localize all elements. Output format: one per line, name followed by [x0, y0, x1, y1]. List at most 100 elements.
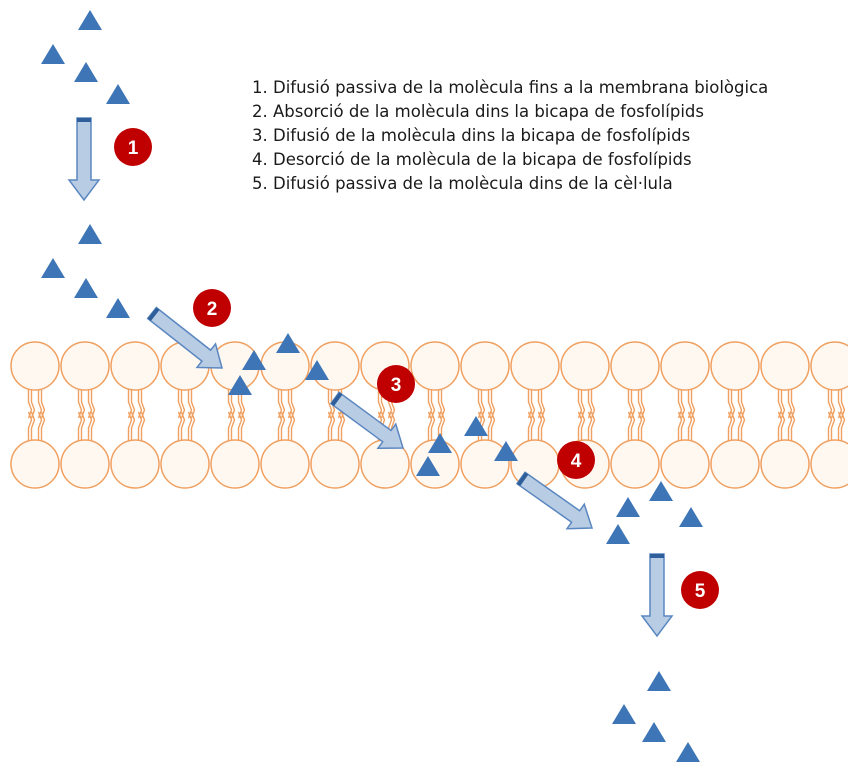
legend-item-5: 5. Difusió passiva de la molècula dins d… [252, 174, 673, 193]
lipid-head-bottom [210, 439, 260, 489]
molecule-triangle [106, 84, 130, 104]
lipid-head-bottom [60, 439, 110, 489]
lipid-head-bottom [710, 439, 760, 489]
lipid-tails [827, 388, 846, 442]
phospholipid [760, 341, 810, 489]
lipid-head-bottom [10, 439, 60, 489]
phospholipid [110, 341, 160, 489]
phospholipid-bilayer [10, 341, 848, 489]
step-badge-1: 1 [114, 128, 152, 166]
molecule-triangle [74, 62, 98, 82]
molecule-triangle [606, 524, 630, 544]
molecule-triangle [642, 722, 666, 742]
lipid-head-bottom [660, 439, 710, 489]
lipid-tails [777, 388, 796, 442]
step-number: 4 [571, 451, 582, 472]
lipid-tails [27, 388, 46, 442]
phospholipid [660, 341, 710, 489]
molecule-triangle [106, 298, 130, 318]
lipid-head-top [110, 341, 160, 391]
lipid-tails [127, 388, 146, 442]
lipid-head-bottom [160, 439, 210, 489]
molecule-triangle [679, 507, 703, 527]
arrow-step-2 [146, 306, 223, 369]
lipid-head-top [760, 341, 810, 391]
arrow-step-1 [67, 117, 101, 202]
arrow-step-4 [515, 471, 594, 530]
molecule-triangle [41, 44, 65, 64]
phospholipid [460, 341, 510, 489]
legend-item-1: 1. Difusió passiva de la molècula fins a… [252, 78, 769, 97]
molecule-triangle [305, 360, 329, 380]
process-arrows [67, 117, 674, 638]
phospholipid [710, 341, 760, 489]
molecule-triangle [78, 10, 102, 30]
molecule-triangle [616, 497, 640, 517]
lipid-head-top [410, 341, 460, 391]
phospholipid [510, 341, 560, 489]
step-badge-3: 3 [377, 365, 415, 403]
lipid-tails [527, 388, 546, 442]
molecule-triangle [464, 416, 488, 436]
legend-item-4: 4. Desorció de la molècula de la bicapa … [252, 150, 692, 169]
molecule-triangle [428, 433, 452, 453]
legend: 1. Difusió passiva de la molècula fins a… [252, 76, 768, 196]
lipid-head-top [810, 341, 848, 391]
lipid-tails [677, 388, 696, 442]
molecule-triangle [276, 333, 300, 353]
molecule-triangle [41, 258, 65, 278]
step-number: 5 [695, 581, 706, 602]
lipid-tails [727, 388, 746, 442]
legend-item-2: 2. Absorció de la molècula dins la bicap… [252, 102, 704, 121]
step-number: 1 [128, 138, 139, 159]
phospholipid [10, 341, 60, 489]
lipid-head-bottom [810, 439, 848, 489]
lipid-head-top [460, 341, 510, 391]
lipid-head-top [560, 341, 610, 391]
step-badge-2: 2 [193, 289, 231, 327]
lipid-head-top [710, 341, 760, 391]
step-badge-4: 4 [557, 441, 595, 479]
molecule-triangle [647, 671, 671, 691]
badge-circle [377, 365, 415, 403]
lipid-tails [77, 388, 96, 442]
lipid-tails [627, 388, 646, 442]
molecule-triangle [74, 278, 98, 298]
lipid-head-bottom [460, 439, 510, 489]
phospholipid [610, 341, 660, 489]
molecule-triangle [228, 375, 252, 395]
arrow-step-3 [329, 391, 405, 450]
badge-circle [557, 441, 595, 479]
phospholipid [260, 341, 310, 489]
lipid-tails [427, 388, 446, 442]
lipid-head-bottom [760, 439, 810, 489]
badge-circle [114, 128, 152, 166]
phospholipid [310, 341, 360, 489]
lipid-head-bottom [110, 439, 160, 489]
molecule-triangle [494, 441, 518, 461]
molecule-triangle [242, 350, 266, 370]
molecule-triangle [676, 742, 700, 762]
lipid-tails [227, 388, 246, 442]
step-number: 2 [207, 299, 218, 320]
lipid-head-top [660, 341, 710, 391]
step-badge-5: 5 [681, 571, 719, 609]
lipid-head-top [510, 341, 560, 391]
lipid-head-bottom [610, 439, 660, 489]
lipid-head-bottom [310, 439, 360, 489]
step-badges: 1 2 3 4 5 [114, 128, 719, 609]
molecules [41, 10, 703, 762]
molecule-triangle [416, 456, 440, 476]
badge-circle [681, 571, 719, 609]
phospholipid [810, 341, 848, 489]
lipid-head-top [60, 341, 110, 391]
lipid-tails [577, 388, 596, 442]
legend-item-3: 3. Difusió de la molècula dins la bicapa… [252, 126, 691, 145]
phospholipid [410, 341, 460, 489]
badge-circle [193, 289, 231, 327]
lipid-head-top [610, 341, 660, 391]
molecule-triangle [649, 481, 673, 501]
lipid-head-bottom [260, 439, 310, 489]
lipid-tails [277, 388, 296, 442]
